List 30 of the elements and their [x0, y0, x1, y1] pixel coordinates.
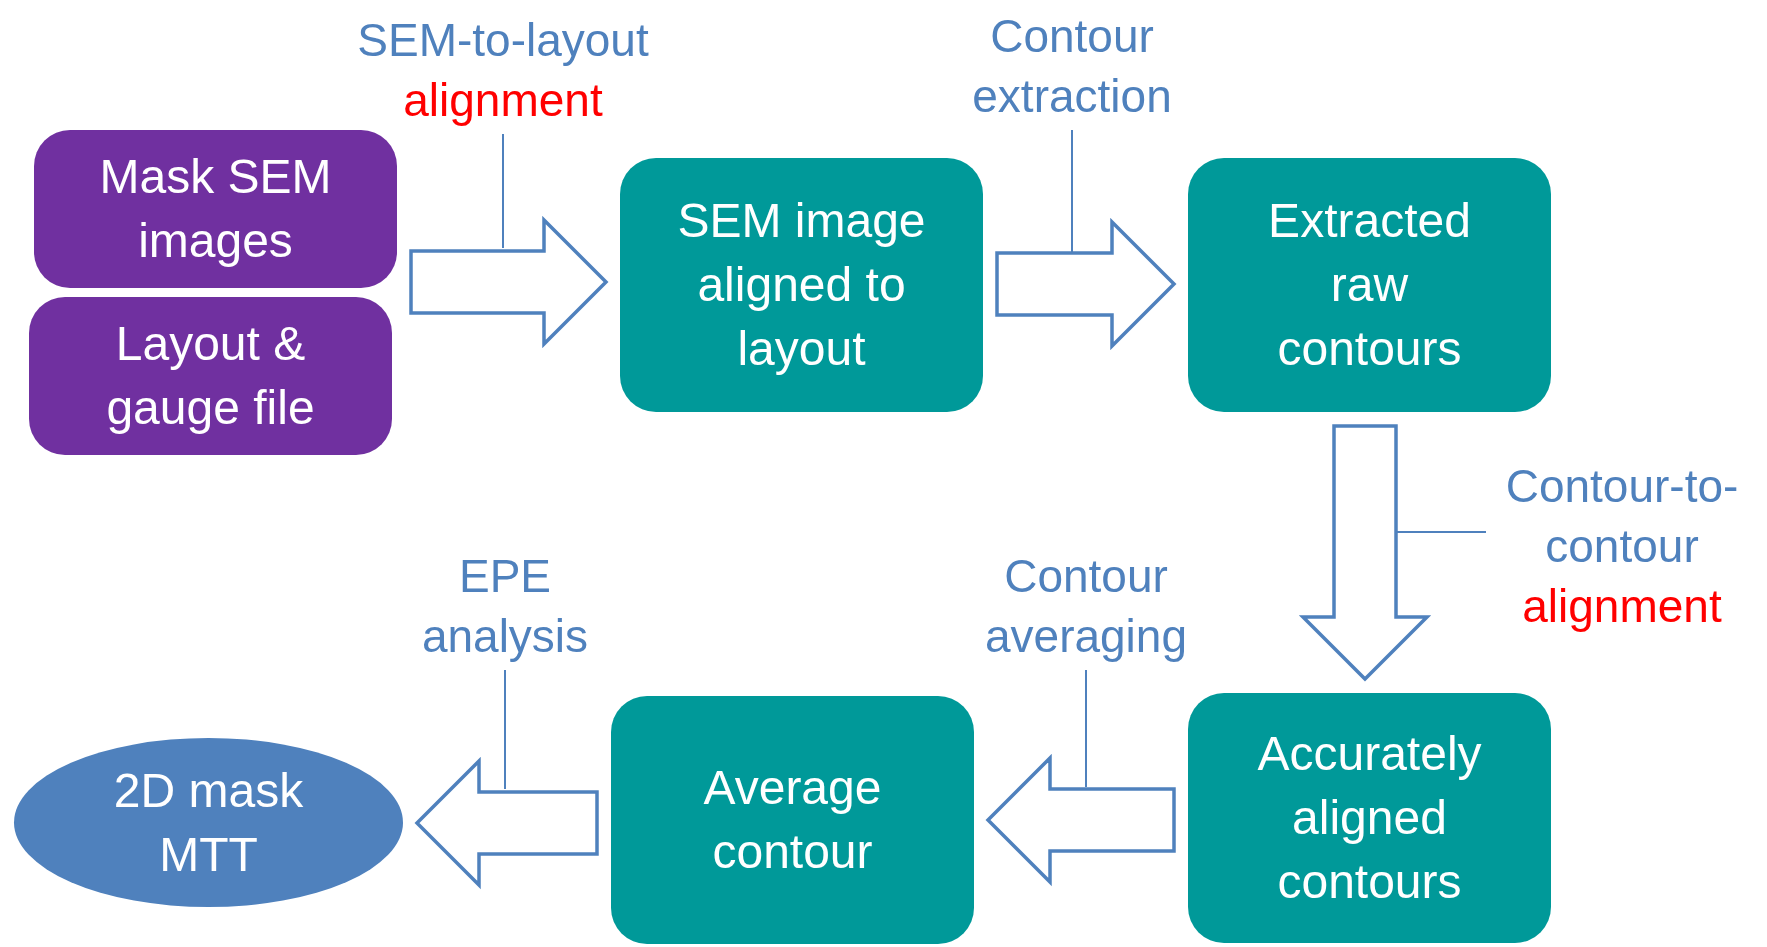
box-label: Layout & gauge file: [105, 316, 316, 436]
process-box: [1188, 158, 1551, 412]
step-label: alignment: [1522, 579, 1722, 634]
box-label: Accurately aligned contours: [1256, 726, 1483, 910]
process-box: [611, 696, 974, 944]
block-arrow: [414, 756, 599, 890]
block-arrow: [1298, 424, 1432, 682]
step-label: EPE analysis: [420, 549, 590, 664]
step-label: SEM-to-layout: [357, 13, 649, 68]
block-arrow: [995, 217, 1177, 351]
step-label: Contour extraction: [971, 9, 1173, 124]
box-label: SEM image aligned to layout: [676, 193, 927, 377]
block-arrow: [985, 753, 1176, 887]
leader-line: [504, 669, 506, 790]
process-box: [1188, 693, 1551, 943]
leader-line: [1085, 669, 1087, 788]
leader-line: [502, 133, 504, 249]
step-label: alignment: [403, 73, 603, 128]
leader-line: [1396, 531, 1487, 533]
block-arrow: [409, 215, 609, 349]
process-box: [34, 130, 397, 288]
box-label: Mask SEM images: [98, 149, 333, 269]
step-label: Contour averaging: [983, 549, 1188, 664]
step-label: Contour-to- contour: [1504, 459, 1740, 574]
box-label: Average contour: [702, 760, 883, 880]
box-label: 2D mask MTT: [112, 762, 305, 883]
process-box: [29, 297, 392, 455]
box-label: Extracted raw contours: [1267, 193, 1472, 377]
process-box: [620, 158, 983, 412]
leader-line: [1071, 129, 1073, 255]
